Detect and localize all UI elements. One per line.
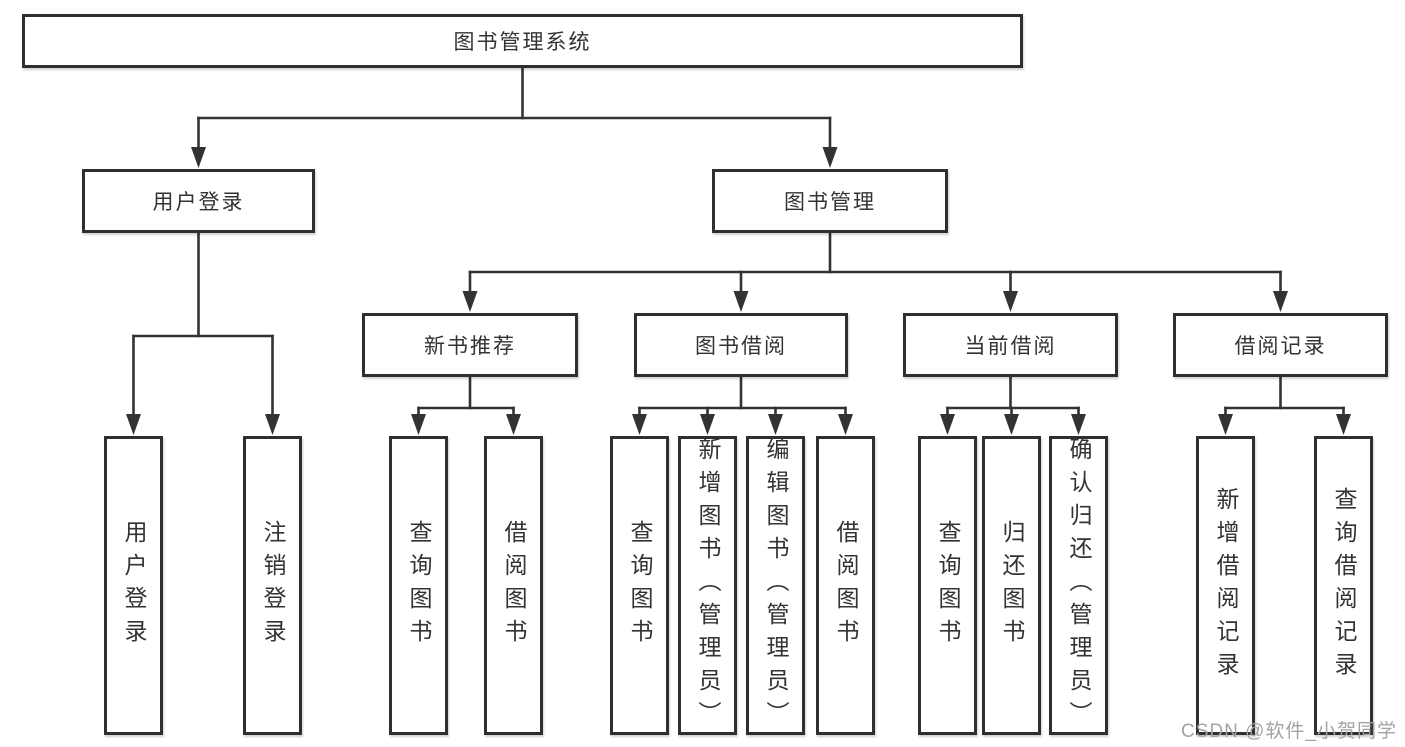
node-label-nbr-borrow-book: 借阅图书 <box>501 519 527 652</box>
node-bb-query-book: 查询图书 <box>610 436 669 735</box>
node-cb-confirm-return: 确认归还（管理员） <box>1049 436 1108 735</box>
node-bb-edit-book: 编辑图书（管理员） <box>746 436 805 735</box>
node-label-leaf-user-login: 用户登录 <box>121 519 147 652</box>
node-nbr-borrow-book: 借阅图书 <box>484 436 543 735</box>
node-label-bb-add-book: 新增图书（管理员） <box>695 437 721 734</box>
arrow-down-icon <box>191 147 206 168</box>
arrow-down-icon <box>1004 414 1019 435</box>
node-label-bb-query-book: 查询图书 <box>627 519 653 652</box>
arrow-down-icon <box>1336 414 1351 435</box>
node-label-root: 图书管理系统 <box>453 31 592 54</box>
node-new-book-rec: 新书推荐 <box>362 313 578 377</box>
node-label-current-borrow: 当前借阅 <box>964 335 1057 358</box>
arrow-down-icon <box>822 147 838 168</box>
arrow-down-icon <box>733 291 749 312</box>
node-cb-query-book: 查询图书 <box>918 436 977 735</box>
node-label-user-login: 用户登录 <box>152 191 245 214</box>
node-root: 图书管理系统 <box>22 14 1023 68</box>
arrow-down-icon <box>462 291 478 312</box>
node-label-nbr-query-book: 查询图书 <box>406 519 432 652</box>
node-book-mgmt: 图书管理 <box>712 169 948 233</box>
node-label-cb-query-book: 查询图书 <box>935 519 961 652</box>
node-current-borrow: 当前借阅 <box>903 313 1118 377</box>
node-label-bb-edit-book: 编辑图书（管理员） <box>763 437 789 734</box>
node-bb-borrow-book: 借阅图书 <box>816 436 875 735</box>
arrow-down-icon <box>940 414 955 435</box>
arrow-down-icon <box>768 414 783 435</box>
node-user-login: 用户登录 <box>82 169 315 233</box>
node-leaf-logout: 注销登录 <box>243 436 302 735</box>
node-borrow-records: 借阅记录 <box>1173 313 1388 377</box>
arrow-down-icon <box>1218 414 1233 435</box>
node-br-query-record: 查询借阅记录 <box>1314 436 1373 735</box>
node-book-borrow: 图书借阅 <box>634 313 848 377</box>
node-label-bb-borrow-book: 借阅图书 <box>833 519 859 652</box>
node-nbr-query-book: 查询图书 <box>389 436 448 735</box>
node-label-book-mgmt: 图书管理 <box>784 191 876 214</box>
arrow-down-icon <box>1003 291 1018 312</box>
arrow-down-icon <box>1071 414 1086 435</box>
node-cb-return-book: 归还图书 <box>982 436 1041 735</box>
watermark: CSDN @软件_小贺同学 <box>1181 721 1397 742</box>
node-br-add-record: 新增借阅记录 <box>1196 436 1255 735</box>
node-bb-add-book: 新增图书（管理员） <box>678 436 737 735</box>
arrow-down-icon <box>1273 291 1288 312</box>
node-label-book-borrow: 图书借阅 <box>695 335 787 358</box>
arrow-down-icon <box>838 414 853 435</box>
arrow-down-icon <box>506 414 521 435</box>
node-label-leaf-logout: 注销登录 <box>260 519 286 652</box>
arrow-down-icon <box>632 414 647 435</box>
arrow-down-icon <box>700 414 715 435</box>
node-label-cb-confirm-return: 确认归还（管理员） <box>1066 437 1092 734</box>
node-label-br-query-record: 查询借阅记录 <box>1331 486 1357 685</box>
node-label-br-add-record: 新增借阅记录 <box>1213 486 1239 685</box>
node-label-cb-return-book: 归还图书 <box>999 519 1025 652</box>
arrow-down-icon <box>265 414 280 435</box>
node-leaf-user-login: 用户登录 <box>104 436 163 735</box>
node-label-new-book-rec: 新书推荐 <box>424 335 516 358</box>
node-label-borrow-records: 借阅记录 <box>1234 335 1327 358</box>
arrow-down-icon <box>411 414 426 435</box>
arrow-down-icon <box>126 414 141 435</box>
